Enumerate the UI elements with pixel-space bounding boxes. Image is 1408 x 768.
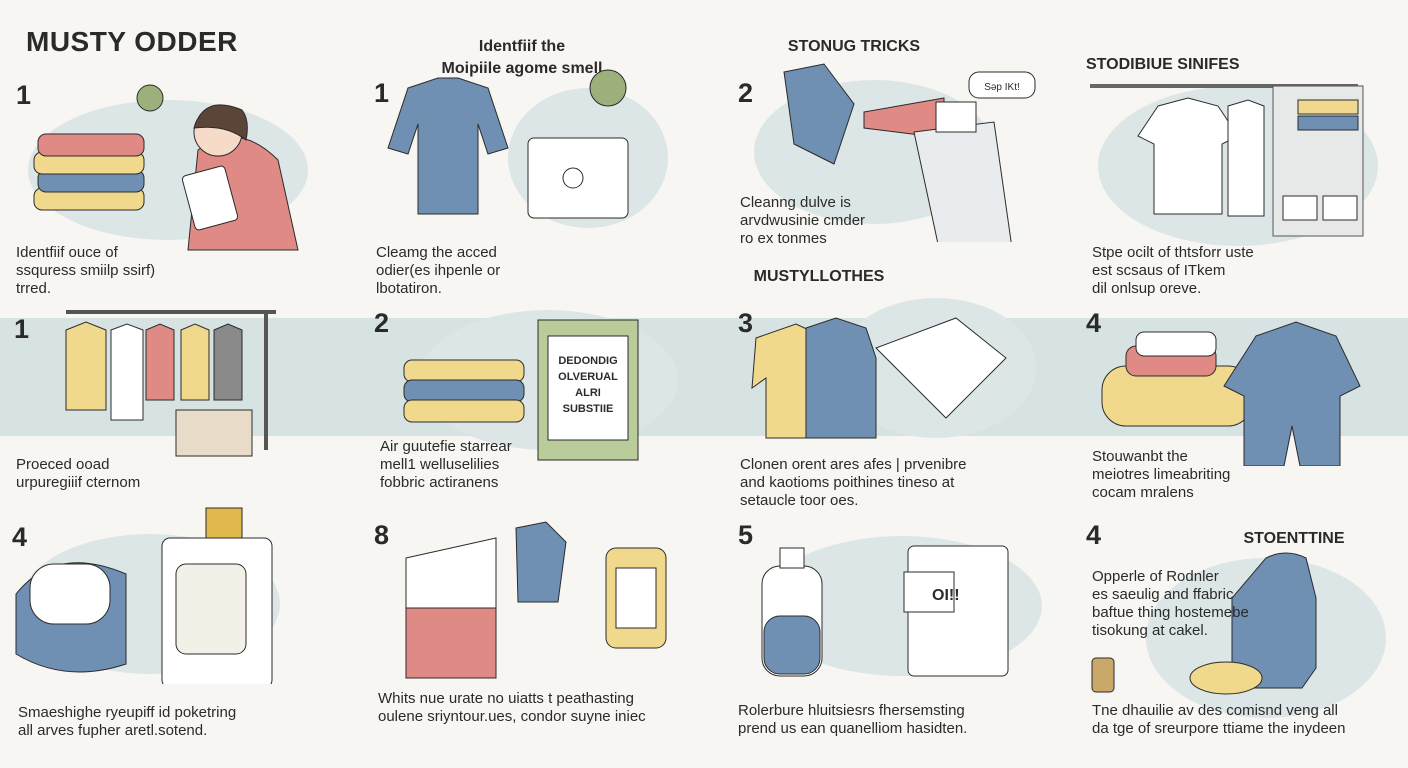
panel-caption: Air guutefie starrear mell1 welluselilie… (380, 438, 512, 491)
box-label-line: DEDONDIG (558, 355, 617, 367)
panel-caption: Opperle of Rodnler es saeulig and ffabri… (1092, 568, 1249, 639)
step-number: 1 (374, 78, 390, 108)
panel-heading: STONUG TRICKS (787, 38, 921, 55)
panel-heading: STODIBIUE SINIFES (1086, 56, 1240, 73)
hairdryer-icon: Səp IKt! (754, 63, 1036, 242)
panel-caption: Stpe ocilt of thtsforr uste est scsaus o… (1092, 244, 1254, 297)
step-number: 4 (12, 522, 28, 552)
step-number: 1 (14, 314, 30, 344)
step-number: 2 (374, 308, 390, 338)
drying-clothes-icon (751, 298, 1036, 439)
step-number: 4 (1086, 520, 1102, 550)
box-label: OI!! (932, 587, 960, 604)
soaking-bag-icon (405, 521, 667, 679)
panel-5: 1 Proeced ooad urpuregiiif cternom (0, 300, 352, 556)
panel-caption: Cleanng dulve is arvdwusinie cmder ro ex… (740, 194, 866, 247)
box-label-line: SUBSTIIE (563, 403, 614, 415)
panel-heading: Identfiif the Moipiile agome smell (441, 38, 603, 77)
panel-2: 1 Identfiif the Moipiile agome smell Cle… (352, 38, 704, 316)
panel-caption: Proeced ooad urpuregiiif cternom (16, 456, 141, 491)
step-number: 2 (738, 78, 754, 108)
step-number: 5 (738, 520, 754, 550)
panel-6: 2 DEDONDIG OLVERUAL ALRI SUBSTIIE Air gu… (352, 300, 704, 556)
step-number: 4 (1086, 308, 1102, 338)
panel-3: 2 STONUG TRICKS Səp IKt! Cleanng dulve i… (704, 38, 1056, 316)
baking-soda-box-icon: DEDONDIG OLVERUAL ALRI SUBSTIIE (403, 310, 678, 461)
clothes-rack-icon (65, 310, 276, 457)
folded-romper-icon (1101, 321, 1361, 466)
hanging-romper-icon (1091, 552, 1386, 718)
panel-1: 1 Identfiif ouce of ssquress smiilp ssir… (0, 60, 352, 316)
panel-caption: Clonen orent ares afes | prvenibre and k… (740, 456, 967, 509)
panel-caption: Rolerbure hluitsiesrs fhersemsting prend… (738, 702, 968, 737)
panel-heading: MUSTYLLOTHES (753, 268, 885, 285)
step-number: 8 (374, 520, 390, 550)
panel-4: STODIBIUE SINIFES Stpe ocilt of thtsforr… (1056, 56, 1408, 316)
panel-caption: Whits nue urate no uiatts t peathasting … (378, 690, 646, 725)
panel-12: 4 STOENTTINE Opperle of Rodnler es saeul… (1056, 512, 1408, 768)
closet-shelves-icon (1090, 84, 1378, 246)
panel-8: 4 Stouwanbt the meiotres limeabriting co… (1056, 300, 1408, 556)
panel-11: 5 OI!! Rolerbure hluitsiesrs fhersemstin… (704, 512, 1056, 768)
panel-heading: STOENTTINE (1243, 530, 1345, 547)
panel-10: 8 Whits nue urate no uiatts t peathastin… (352, 512, 704, 768)
panel-caption: Stouwanbt the meiotres limeabriting coca… (1092, 448, 1231, 501)
step-number: 3 (738, 308, 754, 338)
panel-7: 3 MUSTYLLOTHES Clonen orent ares afes | … (704, 268, 1056, 556)
panel-caption-bottom: Tne dhauilie av des comisnd veng all da … (1092, 702, 1346, 737)
panel-caption: Identfiif ouce of ssquress smiilp ssirf)… (16, 244, 156, 297)
smelling-clothes-icon (28, 84, 308, 251)
panel-caption: Smaeshighe ryeupiff id poketring all arv… (18, 704, 237, 739)
washer-dryer-icon (15, 507, 280, 684)
panel-caption: Cleamg the acced odier(es ihpenle or lbo… (376, 244, 501, 297)
step-number: 1 (16, 80, 32, 110)
vinegar-bottle-icon: OI!! (761, 536, 1042, 677)
shirt-and-box-icon (387, 69, 668, 228)
bubble-text: Səp IKt! (984, 82, 1020, 93)
box-label-line: OLVERUAL (558, 371, 618, 383)
page-title: MUSTY ODDER (26, 26, 238, 57)
box-label-line: ALRI (575, 387, 601, 399)
panel-9: 4 Smaeshighe ryeupiff id poketring all a… (0, 507, 352, 768)
